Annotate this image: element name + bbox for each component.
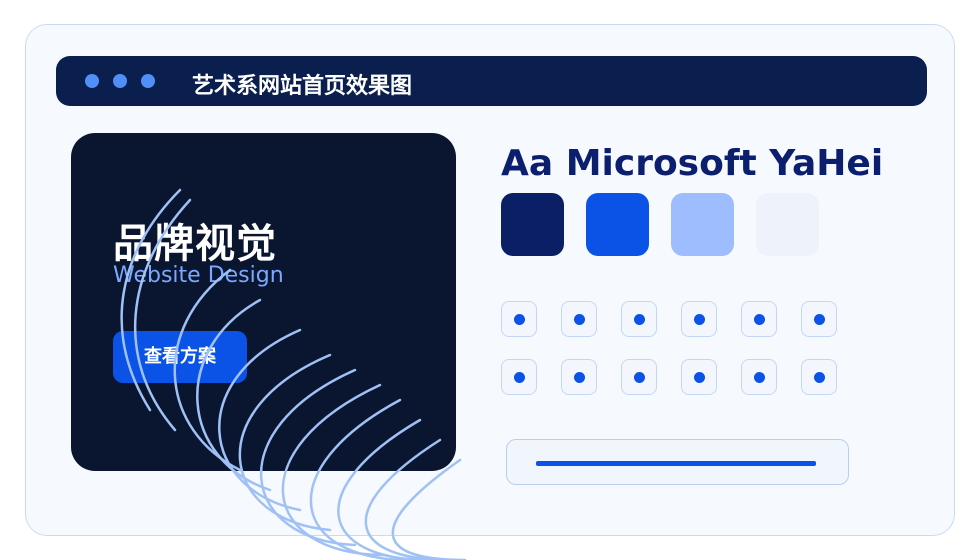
icon-grid-cell[interactable] (681, 359, 717, 395)
dot-icon (574, 372, 585, 383)
icon-grid-cell[interactable] (561, 359, 597, 395)
hero-card: 品牌视觉 Website Design 查看方案 (71, 133, 456, 471)
dot-icon (814, 372, 825, 383)
icon-grid-cell[interactable] (621, 359, 657, 395)
icon-grid-cell[interactable] (501, 359, 537, 395)
icon-grid-cell[interactable] (801, 301, 837, 337)
color-swatch (586, 193, 649, 256)
dot-icon (574, 314, 585, 325)
icon-grid-cell[interactable] (801, 359, 837, 395)
window-dot[interactable] (141, 74, 155, 88)
dot-icon (814, 314, 825, 325)
window-dot[interactable] (113, 74, 127, 88)
font-sample: Aa Microsoft YaHei (501, 143, 884, 184)
icon-grid-cell[interactable] (621, 301, 657, 337)
page-title: 艺术系网站首页效果图 (192, 74, 413, 99)
icon-grid-cell[interactable] (741, 359, 777, 395)
dot-icon (694, 372, 705, 383)
dot-icon (634, 314, 645, 325)
color-swatch (671, 193, 734, 256)
icon-grid-cell[interactable] (501, 301, 537, 337)
window-dot[interactable] (85, 74, 99, 88)
dot-icon (754, 314, 765, 325)
dot-icon (514, 372, 525, 383)
icon-grid-cell[interactable] (561, 301, 597, 337)
browser-frame: 艺术系网站首页效果图 品牌视觉 Website Design 查看方案 Aa M… (25, 24, 955, 536)
dot-icon (754, 372, 765, 383)
progress-bar (506, 439, 849, 485)
hero-title: 品牌视觉 (113, 221, 277, 267)
icon-grid-cell[interactable] (741, 301, 777, 337)
color-swatch (501, 193, 564, 256)
title-bar: 艺术系网站首页效果图 (56, 56, 927, 106)
hero-subtitle: Website Design (113, 263, 284, 288)
dot-icon (514, 314, 525, 325)
dot-icon (694, 314, 705, 325)
progress-fill (536, 461, 816, 466)
icon-grid-cell[interactable] (681, 301, 717, 337)
dot-icon (634, 372, 645, 383)
view-plan-button[interactable]: 查看方案 (113, 331, 247, 383)
color-swatch (756, 193, 819, 256)
